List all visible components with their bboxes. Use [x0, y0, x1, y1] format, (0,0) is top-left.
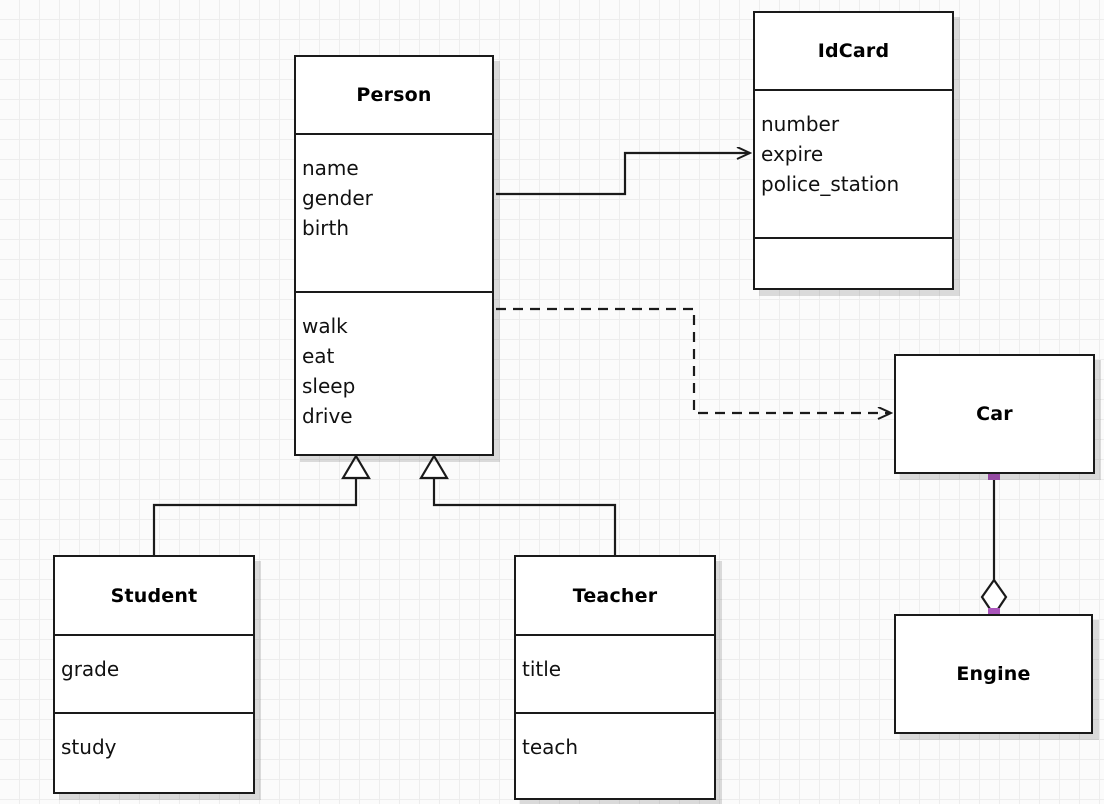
attribute-item: number — [761, 112, 840, 136]
class-name-teacher: Teacher — [572, 584, 658, 607]
attribute-item: police_station — [761, 172, 900, 196]
class-name-person: Person — [356, 84, 432, 106]
class-box-engine[interactable]: Engine — [894, 614, 1093, 734]
edge-car-engine — [980, 474, 1008, 617]
attribute-item: gender — [302, 186, 373, 210]
attribute-item: expire — [761, 142, 824, 166]
class-name-engine: Engine — [956, 663, 1031, 685]
edge-person-car — [496, 307, 891, 413]
method-item: teach — [522, 735, 579, 759]
edge-teacher-person — [419, 453, 617, 555]
method-item: study — [61, 735, 117, 759]
methods-teacher: teach — [516, 712, 714, 798]
edge-person-idcard — [496, 153, 750, 196]
attributes-person: name gender birth — [296, 133, 492, 291]
edge-student-person — [152, 453, 371, 555]
attributes-idcard: number expire police_station — [755, 89, 952, 237]
attribute-item: grade — [61, 657, 120, 681]
class-box-student[interactable]: Student grade study — [53, 555, 255, 794]
attribute-item: birth — [302, 216, 349, 240]
method-item: sleep — [302, 374, 356, 398]
class-name-student: Student — [110, 584, 198, 607]
attributes-student: grade — [55, 634, 253, 712]
attributes-teacher: title — [516, 634, 714, 712]
method-item: walk — [302, 314, 348, 338]
method-item: eat — [302, 344, 335, 368]
method-item: drive — [302, 404, 353, 428]
class-name-idcard: IdCard — [817, 40, 890, 62]
attribute-item: name — [302, 156, 359, 180]
class-name-car: Car — [976, 403, 1013, 425]
class-box-idcard[interactable]: IdCard number expire police_station — [753, 11, 954, 290]
methods-idcard — [755, 237, 952, 288]
methods-person: walk eat sleep drive — [296, 291, 492, 454]
class-box-person[interactable]: Person name gender birth walk eat sleep … — [294, 55, 494, 456]
class-box-teacher[interactable]: Teacher title teach — [514, 555, 716, 800]
class-box-car[interactable]: Car — [894, 354, 1095, 474]
attribute-item: title — [522, 657, 562, 681]
methods-student: study — [55, 712, 253, 792]
